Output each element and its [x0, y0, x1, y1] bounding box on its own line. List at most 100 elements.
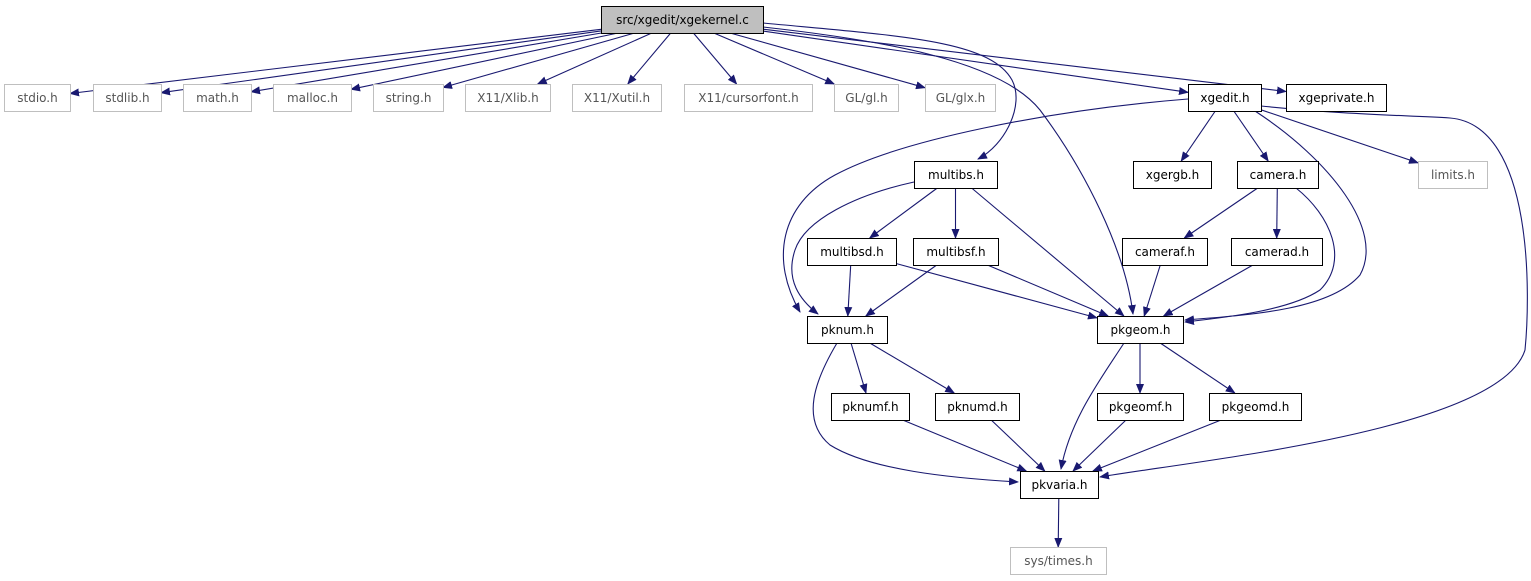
- node-label-math: math.h: [196, 91, 239, 105]
- node-pknumd[interactable]: pknumd.h: [935, 393, 1020, 421]
- node-box-math: [183, 84, 252, 112]
- node-box-pknumd: [935, 393, 1020, 421]
- node-root[interactable]: src/xgedit/xgekernel.c: [601, 6, 764, 34]
- node-box-limits: [1418, 161, 1488, 189]
- node-pkgeom[interactable]: pkgeom.h: [1097, 316, 1184, 344]
- node-string: string.h: [373, 84, 444, 112]
- node-label-xlib: X11/Xlib.h: [477, 91, 538, 105]
- node-label-stdio: stdio.h: [17, 91, 57, 105]
- edge-root-to-string: [442, 32, 635, 89]
- edge-xgedit-to-limits: [1260, 109, 1419, 164]
- node-box-pkgeomf: [1097, 393, 1184, 421]
- edge-multibsf-to-pkgeom: [987, 264, 1110, 317]
- node-box-cameraf: [1122, 238, 1208, 266]
- edge-pkgeom-to-pkgeomd: [1159, 342, 1236, 394]
- edge-pknum-to-pknumf: [850, 342, 868, 394]
- node-stdio: stdio.h: [4, 84, 71, 112]
- node-cameraf[interactable]: cameraf.h: [1122, 238, 1208, 266]
- node-cursorfont: X11/cursorfont.h: [684, 84, 813, 112]
- node-box-gl: [834, 84, 899, 112]
- edge-root-to-glx: [729, 32, 926, 90]
- node-label-stdlib: stdlib.h: [105, 91, 149, 105]
- node-box-glx: [925, 84, 996, 112]
- edge-cameraf-to-pkgeom: [1143, 264, 1161, 317]
- node-label-xutil: X11/Xutil.h: [584, 91, 650, 105]
- node-multibsd[interactable]: multibsd.h: [807, 238, 897, 266]
- node-box-string: [373, 84, 444, 112]
- edge-root-to-math: [250, 32, 602, 95]
- node-box-camerad: [1231, 238, 1323, 266]
- node-box-systimes: [1010, 547, 1107, 575]
- node-box-pkgeomd: [1209, 393, 1302, 421]
- node-label-xgedit: xgedit.h: [1200, 91, 1249, 105]
- edge-root-to-gl: [713, 32, 836, 85]
- node-label-camera: camera.h: [1250, 168, 1307, 182]
- edge-pknum-to-pknumd: [869, 342, 956, 394]
- edge-root-to-xutil: [627, 32, 672, 85]
- node-label-pkgeom: pkgeom.h: [1110, 323, 1170, 337]
- edge-root-to-multibs: [762, 22, 1017, 160]
- node-box-stdlib: [93, 84, 162, 112]
- node-box-xgedit: [1188, 84, 1262, 112]
- edge-pknumd-to-pkvaria: [990, 419, 1046, 472]
- node-box-pkgeom: [1097, 316, 1184, 344]
- node-label-cameraf: cameraf.h: [1135, 245, 1195, 259]
- node-limits: limits.h: [1418, 161, 1488, 189]
- node-xlib: X11/Xlib.h: [465, 84, 551, 112]
- edge-pkgeom-to-pkvaria: [1058, 342, 1125, 470]
- edge-camerad-to-pkgeom: [1162, 264, 1254, 317]
- edge-pkvaria-to-systimes: [1054, 497, 1063, 548]
- node-label-pkgeomd: pkgeomd.h: [1222, 400, 1290, 414]
- node-pknumf[interactable]: pknumf.h: [831, 393, 910, 421]
- edge-root-to-stdlib: [160, 30, 602, 96]
- edge-root-to-stdio: [69, 28, 602, 97]
- edge-root-to-malloc: [350, 32, 619, 92]
- node-label-multibsd: multibsd.h: [820, 245, 884, 259]
- node-multibs[interactable]: multibs.h: [914, 161, 998, 189]
- edge-pknum-to-pkvaria: [812, 342, 1019, 486]
- edge-pkgeomd-to-pkvaria: [1091, 419, 1222, 472]
- node-xgeprivate[interactable]: xgeprivate.h: [1286, 84, 1387, 112]
- edge-camera-to-camerad: [1272, 187, 1281, 239]
- node-box-pkvaria: [1020, 471, 1099, 499]
- node-box-pknum: [807, 316, 888, 344]
- edge-xgedit-to-xgergb: [1180, 110, 1216, 162]
- node-label-string: string.h: [386, 91, 432, 105]
- node-stdlib: stdlib.h: [93, 84, 162, 112]
- node-pkvaria[interactable]: pkvaria.h: [1020, 471, 1099, 499]
- edge-pkgeomf-to-pkvaria: [1072, 419, 1127, 472]
- node-xutil: X11/Xutil.h: [572, 84, 662, 112]
- edge-root-to-pkgeom: [762, 26, 1136, 315]
- node-box-camera: [1237, 161, 1319, 189]
- edge-xgedit-to-pkvaria: [1099, 105, 1528, 480]
- node-box-multibsd: [807, 238, 897, 266]
- edge-multibs-to-pknum: [791, 181, 915, 315]
- node-pkgeomd[interactable]: pkgeomd.h: [1209, 393, 1302, 421]
- node-systimes: sys/times.h: [1010, 547, 1107, 575]
- node-xgedit[interactable]: xgedit.h: [1188, 84, 1262, 112]
- node-camera[interactable]: camera.h: [1237, 161, 1319, 189]
- node-camerad[interactable]: camerad.h: [1231, 238, 1323, 266]
- node-label-systimes: sys/times.h: [1024, 554, 1092, 568]
- node-box-stdio: [4, 84, 71, 112]
- node-malloc: malloc.h: [273, 84, 352, 112]
- node-label-glx: GL/glx.h: [936, 91, 986, 105]
- node-pknum[interactable]: pknum.h: [807, 316, 888, 344]
- edge-camera-to-cameraf: [1183, 187, 1259, 239]
- node-label-pknumf: pknumf.h: [842, 400, 898, 414]
- node-label-xgeprivate: xgeprivate.h: [1299, 91, 1375, 105]
- node-box-root: [601, 6, 764, 34]
- node-multibsf[interactable]: multibsf.h: [913, 238, 999, 266]
- edge-multibsd-to-pknum: [844, 264, 853, 317]
- node-box-multibs: [914, 161, 998, 189]
- node-label-limits: limits.h: [1431, 168, 1475, 182]
- node-label-pknumd: pknumd.h: [947, 400, 1008, 414]
- node-box-pknumf: [831, 393, 910, 421]
- edge-pknumf-to-pkvaria: [902, 419, 1028, 472]
- node-pkgeomf[interactable]: pkgeomf.h: [1097, 393, 1184, 421]
- node-label-camerad: camerad.h: [1245, 245, 1309, 259]
- node-box-malloc: [273, 84, 352, 112]
- node-box-multibsf: [913, 238, 999, 266]
- node-xgergb[interactable]: xgergb.h: [1133, 161, 1212, 189]
